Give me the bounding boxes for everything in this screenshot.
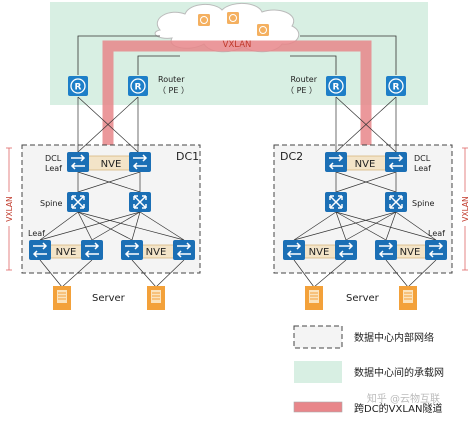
cloud-router-icon — [226, 11, 240, 25]
server-icon — [52, 285, 72, 311]
dc2-leaf-label: Leaf — [428, 229, 445, 238]
switch-icon — [120, 239, 144, 261]
dc1-fabric-links — [39, 171, 185, 241]
switch-icon — [80, 239, 104, 261]
dc2-dcl-label: DCL — [414, 154, 431, 163]
router-icon — [127, 75, 149, 97]
switch-icon — [324, 151, 348, 173]
dc2-leaf-nve-label-1: NVE — [309, 247, 330, 258]
right-router-label: Router — [290, 75, 317, 84]
spine-switch-icon — [324, 191, 348, 213]
server-icon — [398, 285, 418, 311]
dc1-spine-label: Spine — [40, 199, 62, 208]
dc1-title: DC1 — [176, 150, 199, 163]
legend-tunnel-label: 跨DC的VXLAN隧道 — [354, 402, 443, 415]
switch-icon — [28, 239, 52, 261]
switch-icon — [282, 239, 306, 261]
spine-switch-icon — [384, 191, 408, 213]
switch-icon — [128, 151, 152, 173]
cloud-router-icon — [256, 23, 270, 37]
router-icon — [325, 75, 347, 97]
legend-internal-network-label: 数据中心内部网络 — [354, 331, 434, 344]
switch-icon — [172, 239, 196, 261]
switch-icon — [374, 239, 398, 261]
cloud-router-icon — [197, 13, 211, 27]
left-router-pe-label: （ PE ） — [158, 86, 189, 95]
legend-carrier-network-label: 数据中心间的承载网 — [354, 366, 444, 379]
switch-icon — [384, 151, 408, 173]
server-icon — [304, 285, 324, 311]
dc2-server-label: Server — [346, 293, 380, 304]
dc1-dcl-nve-label: NVE — [101, 159, 122, 170]
spine-switch-icon — [128, 191, 152, 213]
dc2-title: DC2 — [280, 150, 303, 163]
dc1-leaf-label: Leaf — [28, 229, 45, 238]
server-icon — [146, 285, 166, 311]
dc1-vxlan-side-label: VXLAN — [5, 196, 14, 221]
dc1-leaf-nve-label-1: NVE — [56, 247, 77, 258]
dc2-dcl-leaf-label: Leaf — [414, 164, 431, 173]
dc2-fabric-links — [293, 171, 437, 241]
leaf-server-links — [39, 259, 437, 288]
watermark: 知乎 @云物互联 — [367, 392, 440, 405]
dc1-leaf-nve-label-2: NVE — [146, 247, 167, 258]
switch-icon — [334, 239, 358, 261]
dc2-dcl-nve-label: NVE — [355, 159, 376, 170]
dc2-spine-label: Spine — [412, 199, 434, 208]
router-leaf-links — [77, 96, 397, 153]
dc2-vxlan-side-label: VXLAN — [461, 196, 470, 221]
router-cloud-links — [77, 35, 397, 75]
router-icon — [385, 75, 407, 97]
switch-icon — [424, 239, 448, 261]
left-router-label: Router — [158, 75, 185, 84]
dc1-dcl-leaf-label: Leaf — [45, 164, 62, 173]
dc1-server-label: Server — [92, 293, 126, 304]
legend-tunnel-swatch — [293, 401, 343, 413]
spine-switch-icon — [66, 191, 90, 213]
cross-dc-vxlan-tunnel — [102, 40, 372, 165]
right-router-pe-label: （ PE ） — [286, 86, 317, 95]
dc2-leaf-nve-label-2: NVE — [400, 247, 421, 258]
dc1-dcl-label: DCL — [45, 154, 62, 163]
tunnel-vxlan-label: VXLAN — [223, 40, 252, 50]
legend-internal-network-swatch — [293, 325, 343, 349]
switch-icon — [66, 151, 90, 173]
legend-carrier-network-swatch — [294, 361, 342, 383]
router-icon — [67, 75, 89, 97]
